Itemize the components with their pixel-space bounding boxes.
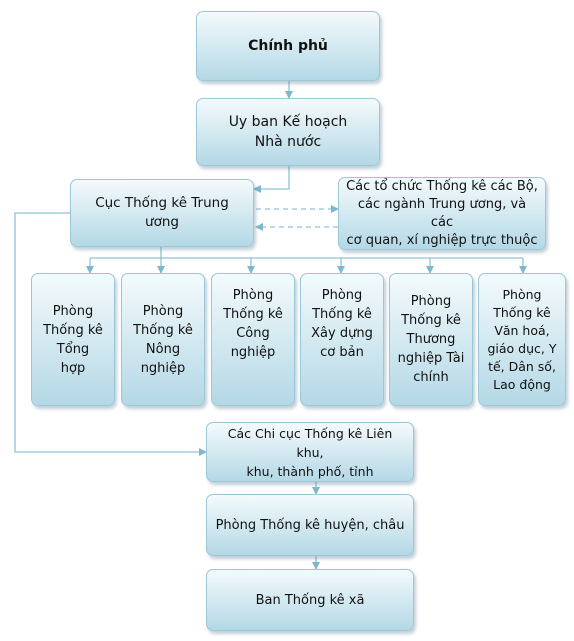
node-phong-huyen-label: Phòng Thống kê huyện, châu [215, 517, 405, 533]
node-phong-van-hoa-label: Phòng Thống kê Văn hoá, giáo dục, Y tế, … [487, 286, 557, 392]
node-phong-thuong-nghiep-label: Phòng Thống kê Thương nghiệp Tài chính [397, 294, 465, 385]
node-phong-xay-dung: Phòng Thống kê Xây dựng cơ bản [300, 273, 384, 406]
node-chinh-phu: Chính phủ [196, 11, 380, 81]
edge-cuc-chicuc [14, 212, 207, 456]
node-chi-cuc-label: Các Chi cục Thống kê Liên khu, khu, thàn… [227, 425, 393, 479]
node-to-chuc: Các tổ chức Thống kê các Bộ, các ngành T… [338, 177, 546, 250]
node-phong-xay-dung-label: Phòng Thống kê Xây dựng cơ bản [311, 288, 373, 360]
node-ban-xa-label: Ban Thống kê xã [255, 592, 365, 608]
node-chinh-phu-label: Chính phủ [248, 37, 328, 54]
node-phong-cong-nghiep: Phòng Thống kê Công nghiệp [211, 273, 295, 406]
node-phong-tong-hop: Phòng Thống kê Tổng hợp [31, 273, 115, 406]
edge-uyban-cuc [253, 166, 290, 193]
node-phong-tong-hop-label: Phòng Thống kê Tổng hợp [43, 303, 103, 376]
node-ban-xa: Ban Thống kê xã [206, 569, 414, 631]
node-phong-nong-nghiep: Phòng Thống kê Nông nghiệp [121, 273, 205, 406]
node-phong-huyen: Phòng Thống kê huyện, châu [206, 494, 414, 556]
node-phong-thuong-nghiep: Phòng Thống kê Thương nghiệp Tài chính [389, 273, 473, 406]
node-phong-cong-nghiep-label: Phòng Thống kê Công nghiệp [223, 288, 283, 360]
node-uy-ban: Uy ban Kế hoạch Nhà nước [196, 98, 380, 166]
node-to-chuc-label: Các tổ chức Thống kê các Bộ, các ngành T… [346, 178, 538, 248]
node-phong-nong-nghiep-label: Phòng Thống kê Nông nghiệp [133, 303, 193, 376]
node-uy-ban-label: Uy ban Kế hoạch Nhà nước [228, 114, 348, 150]
node-cuc-thong-ke: Cục Thống kê Trung ương [70, 179, 254, 247]
node-cuc-thong-ke-label: Cục Thống kê Trung ương [95, 195, 229, 230]
node-chi-cuc: Các Chi cục Thống kê Liên khu, khu, thàn… [206, 422, 414, 482]
node-phong-van-hoa: Phòng Thống kê Văn hoá, giáo dục, Y tế, … [478, 273, 566, 406]
